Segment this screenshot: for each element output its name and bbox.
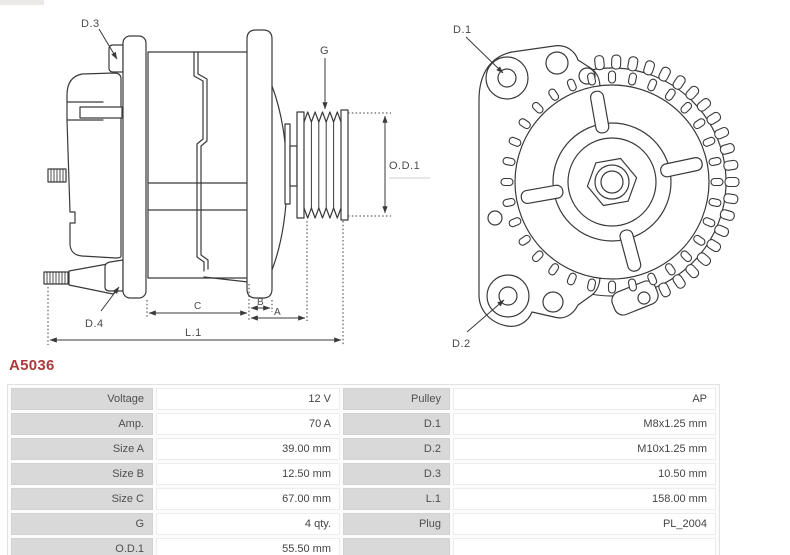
spec-label-cell: D.3 <box>343 463 450 485</box>
technical-drawing: D.3 G O.D.1 D.4 C B A L.1 <box>43 18 740 350</box>
shaft <box>284 123 298 205</box>
spec-label-cell <box>343 538 450 555</box>
spec-value-cell: 158.00 mm <box>453 488 716 510</box>
page-edge-artifact <box>0 0 44 5</box>
spec-label-cell: Voltage <box>11 388 153 410</box>
spec-value-cell: 39.00 mm <box>156 438 340 460</box>
spec-label-cell: Plug <box>343 513 450 535</box>
pulley-grooves-top <box>303 111 342 123</box>
spec-value-cell: 70 A <box>156 413 340 435</box>
part-number: A5036 <box>9 357 55 374</box>
leader-d3 <box>98 28 118 60</box>
label-d4: D.4 <box>85 318 104 330</box>
label-od1: O.D.1 <box>389 160 420 172</box>
spec-value-cell: M10x1.25 mm <box>453 438 716 460</box>
spec-value-cell: PL_2004 <box>453 513 716 535</box>
stator-body <box>147 51 249 283</box>
label-d2: D.2 <box>452 338 471 350</box>
casing-teeth <box>594 54 740 298</box>
spec-label-cell: Pulley <box>343 388 450 410</box>
label-d3: D.3 <box>81 18 100 30</box>
leader-d1 <box>465 36 504 74</box>
spec-value-cell: 67.00 mm <box>156 488 340 510</box>
spec-row: Voltage 12 V Pulley AP <box>11 388 716 410</box>
label-b: B <box>257 297 264 308</box>
leader-d2 <box>466 299 505 333</box>
spec-table: Voltage 12 V Pulley AP Amp. 70 A D.1 M8x… <box>7 384 720 555</box>
spec-value-cell <box>453 538 716 555</box>
label-l1: L.1 <box>185 327 202 339</box>
spec-row: Size C 67.00 mm L.1 158.00 mm <box>11 488 716 510</box>
label-a: A <box>274 307 281 318</box>
hole-d1 <box>497 68 517 88</box>
mount-ear-bottom <box>104 259 124 292</box>
shaft-nut <box>586 157 638 207</box>
label-d1: D.1 <box>453 24 472 36</box>
pulley-flange-right <box>340 109 349 221</box>
spec-value-cell: 12 V <box>156 388 340 410</box>
spec-value-cell: AP <box>453 388 716 410</box>
dimension-lines <box>47 28 430 345</box>
spec-label-cell: O.D.1 <box>11 538 153 555</box>
pulley <box>296 109 349 221</box>
pulley-flange-left <box>296 111 305 219</box>
spec-value-cell: 10.50 mm <box>453 463 716 485</box>
spec-value-cell: 4 qty. <box>156 513 340 535</box>
leader-d4 <box>100 286 120 312</box>
front-view-leaders <box>465 36 505 333</box>
spec-value-cell: M8x1.25 mm <box>453 413 716 435</box>
front-bracket <box>246 29 288 299</box>
spec-label-cell: D.1 <box>343 413 450 435</box>
alternator-side-view <box>43 29 349 299</box>
extension-lines <box>47 112 391 345</box>
vent-slots <box>500 70 724 294</box>
spec-row: G 4 qty. Plug PL_2004 <box>11 513 716 535</box>
spec-label-cell: Amp. <box>11 413 153 435</box>
spec-row: O.D.1 55.50 mm <box>11 538 716 555</box>
pulley-grooves-bottom <box>303 207 342 219</box>
alternator-front-view <box>465 36 740 333</box>
mount-holes <box>487 51 651 313</box>
spec-label-cell: Size A <box>11 438 153 460</box>
fan-spokes <box>520 90 703 272</box>
spec-row: Amp. 70 A D.1 M8x1.25 mm <box>11 413 716 435</box>
spec-label-cell: Size B <box>11 463 153 485</box>
spec-row: Size A 39.00 mm D.2 M10x1.25 mm <box>11 438 716 460</box>
spec-value-cell: 12.50 mm <box>156 463 340 485</box>
spec-label-cell: G <box>11 513 153 535</box>
spec-label-cell: Size C <box>11 488 153 510</box>
label-g: G <box>320 45 329 57</box>
terminal-stud-upper <box>47 168 67 183</box>
label-c: C <box>194 301 202 312</box>
spec-label-cell: L.1 <box>343 488 450 510</box>
face-ring-outer <box>552 122 672 242</box>
spec-label-cell: D.2 <box>343 438 450 460</box>
spec-value-cell: 55.50 mm <box>156 538 340 555</box>
front-view-labels: D.1 D.2 <box>452 24 472 350</box>
rear-housing <box>66 72 123 259</box>
spec-row: Size B 12.50 mm D.3 10.50 mm <box>11 463 716 485</box>
face-ring-inner <box>567 137 657 227</box>
side-view-labels: D.3 G O.D.1 D.4 C B A L.1 <box>81 18 420 339</box>
